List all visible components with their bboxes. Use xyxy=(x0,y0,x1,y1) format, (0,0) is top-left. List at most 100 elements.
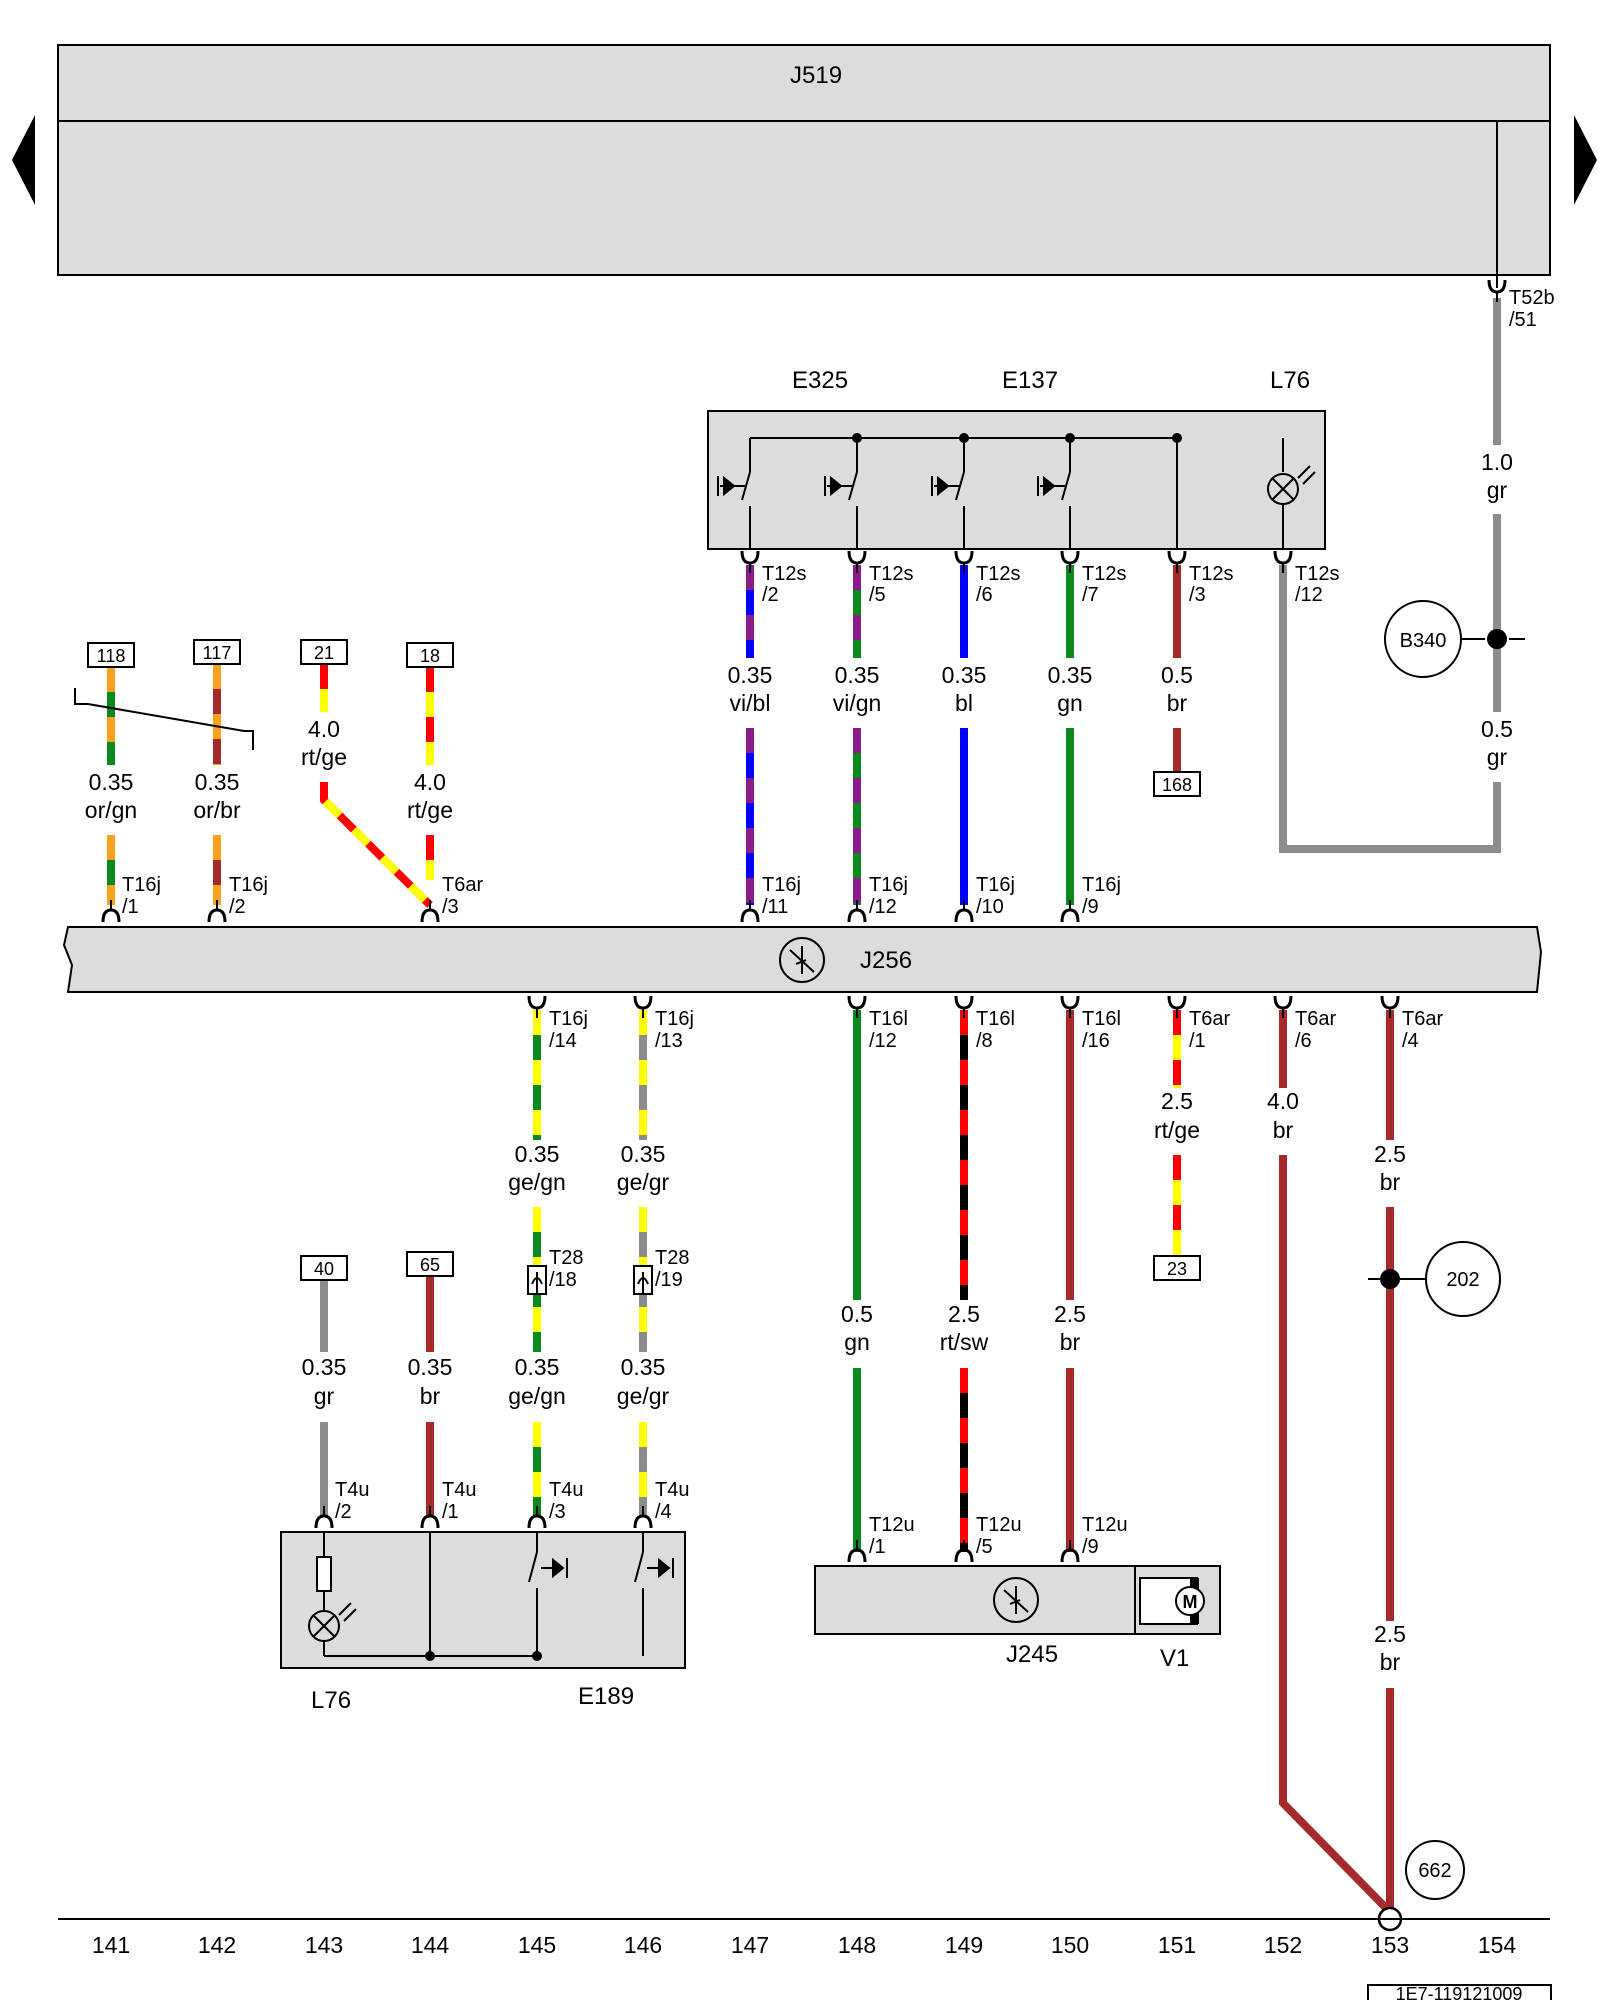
t4u-2-name: T4u xyxy=(335,1479,369,1501)
t16j-1-pin: /1 xyxy=(122,896,139,918)
t6ar-3-name: T6ar xyxy=(442,874,483,896)
t4u-connector-0 xyxy=(314,1506,334,1529)
t16j-10-name: T16j xyxy=(976,874,1015,896)
wgegr1-color: ge/gr xyxy=(617,1169,670,1195)
j256-bottom-connector-0 xyxy=(527,995,547,1018)
wgn-color: gn xyxy=(1057,690,1083,716)
j256-label: J256 xyxy=(860,947,912,974)
t12u-1-pin: /1 xyxy=(869,1536,886,1558)
wvign-gauge: 0.35 xyxy=(835,662,880,688)
wbr150-gauge: 2.5 xyxy=(1054,1301,1086,1327)
j245-label: J245 xyxy=(1006,1641,1058,1668)
wgegr2-color: ge/gr xyxy=(617,1383,670,1409)
wbr150-color: br xyxy=(1060,1329,1081,1355)
col-154: 154 xyxy=(1478,1932,1517,1958)
ground-points: B340 202 662 xyxy=(1368,600,1525,1932)
j245-symbol-icon xyxy=(993,1577,1039,1623)
j256-lower-connector-labels: T16j /14 T16j /13 T16l /12 T16l /8 T16l … xyxy=(335,1008,1443,1558)
wgegn2-gauge: 0.35 xyxy=(515,1354,560,1380)
t16l-16-name: T16l xyxy=(1082,1008,1121,1030)
ref-168[interactable]: 168 xyxy=(1162,775,1192,795)
wrtge151-gauge: 2.5 xyxy=(1161,1088,1193,1114)
t12s-12-name: T12s xyxy=(1295,563,1339,585)
j256-bottom-connector-7 xyxy=(1380,995,1400,1018)
t4u-3-pin: /3 xyxy=(549,1501,566,1523)
t6ar-1-pin: /1 xyxy=(1189,1030,1206,1052)
t16j-13-name: T16j xyxy=(655,1008,694,1030)
t16j-9-pin: /9 xyxy=(1082,896,1099,918)
t12u-connector-1 xyxy=(954,1540,974,1563)
wbl-gauge: 0.35 xyxy=(942,662,987,688)
t6ar-4-name: T6ar xyxy=(1402,1008,1443,1030)
t12u-connector-2 xyxy=(1060,1540,1080,1563)
t16l-12-name: T16l xyxy=(869,1008,908,1030)
wire-labels: 0.35 or/gn 0.35 or/br 4.0 rt/ge 4.0 rt/g… xyxy=(85,449,1513,1675)
ref-65[interactable]: 65 xyxy=(420,1255,440,1275)
wbr168-color: br xyxy=(1167,690,1188,716)
wbr65-gauge: 0.35 xyxy=(408,1354,453,1380)
t12s-labels: T12s /2 T12s /5 T12s /6 T12s /7 T12s /3 … xyxy=(762,287,1555,606)
wgr40-gauge: 0.35 xyxy=(302,1354,347,1380)
j256-bottom-connector-1 xyxy=(633,995,653,1018)
t6ar-3-pin: /3 xyxy=(442,896,459,918)
ref-23[interactable]: 23 xyxy=(1167,1259,1187,1279)
next-page-arrow-icon[interactable] xyxy=(1574,115,1597,205)
wgn148-gauge: 0.5 xyxy=(841,1301,873,1327)
g662-label: 662 xyxy=(1418,1860,1451,1882)
t12s-3-name: T12s xyxy=(1189,563,1233,585)
ref-118[interactable]: 118 xyxy=(97,646,126,666)
t12s-connector-1 xyxy=(847,550,867,573)
wgegn1-gauge: 0.35 xyxy=(515,1141,560,1167)
t12s-2-pin: /2 xyxy=(762,584,779,606)
connectors xyxy=(101,279,1507,1563)
col-150: 150 xyxy=(1051,1932,1089,1958)
t12s-connector-3 xyxy=(1060,550,1080,573)
switch-housing xyxy=(707,410,1326,550)
e137-label: E137 xyxy=(1002,367,1058,394)
col-143: 143 xyxy=(305,1932,343,1958)
j256-bottom-connector-6 xyxy=(1273,995,1293,1018)
col-146: 146 xyxy=(624,1932,662,1958)
t16j-14-name: T16j xyxy=(549,1008,588,1030)
w21-gauge: 4.0 xyxy=(308,716,340,742)
wire-bridge-118-117 xyxy=(74,688,254,750)
col-141: 141 xyxy=(92,1932,130,1958)
ref-117[interactable]: 117 xyxy=(203,643,232,663)
j256-upper-connector-labels: T16j /1 T16j /2 T6ar /3 T16j /11 T16j /1… xyxy=(122,874,1121,918)
t16j-1-name: T16j xyxy=(122,874,161,896)
t12u-9-name: T12u xyxy=(1082,1514,1128,1536)
footer-id: 1E7-119121009 xyxy=(1396,1984,1523,2000)
t12s-5-name: T12s xyxy=(869,563,913,585)
t28-18-name: T28 xyxy=(549,1247,583,1269)
footer-id-box xyxy=(1367,1984,1552,2000)
w118-color: or/gn xyxy=(85,797,137,823)
t16j-top-connector-5 xyxy=(954,900,974,923)
col-142: 142 xyxy=(198,1932,236,1958)
t16l-16-pin: /16 xyxy=(1082,1030,1110,1052)
t4u-4-pin: /4 xyxy=(655,1501,672,1523)
reference-boxes: 118 117 21 18 168 40 65 23 xyxy=(87,639,1201,1281)
ref-18[interactable]: 18 xyxy=(420,646,440,666)
v1-label: V1 xyxy=(1160,1645,1189,1672)
t16j-9-name: T16j xyxy=(1082,874,1121,896)
ref-40[interactable]: 40 xyxy=(314,1259,334,1279)
t4u-4-name: T4u xyxy=(655,1479,689,1501)
prev-page-arrow-icon[interactable] xyxy=(12,115,35,205)
t16j-top-connector-0 xyxy=(101,900,121,923)
t16l-8-name: T16l xyxy=(976,1008,1015,1030)
t16j-11-pin: /11 xyxy=(762,896,788,918)
j256-symbol-icon xyxy=(779,937,825,983)
switch-contact-3 xyxy=(1037,462,1071,549)
j256-bottom-connector-4 xyxy=(1060,995,1080,1018)
t12s-connector-5 xyxy=(1273,550,1293,573)
w117-gauge: 0.35 xyxy=(195,769,240,795)
wbr153a-color: br xyxy=(1380,1169,1401,1195)
switch-contact-2 xyxy=(931,462,965,549)
t4u-1-pin: /1 xyxy=(442,1501,459,1523)
t12u-9-pin: /9 xyxy=(1082,1536,1099,1558)
t12s-6-name: T12s xyxy=(976,563,1020,585)
wbr152-color: br xyxy=(1273,1117,1294,1143)
wgr05-gauge: 0.5 xyxy=(1481,716,1513,742)
t16l-12-pin: /12 xyxy=(869,1030,897,1052)
ref-21[interactable]: 21 xyxy=(314,643,334,663)
